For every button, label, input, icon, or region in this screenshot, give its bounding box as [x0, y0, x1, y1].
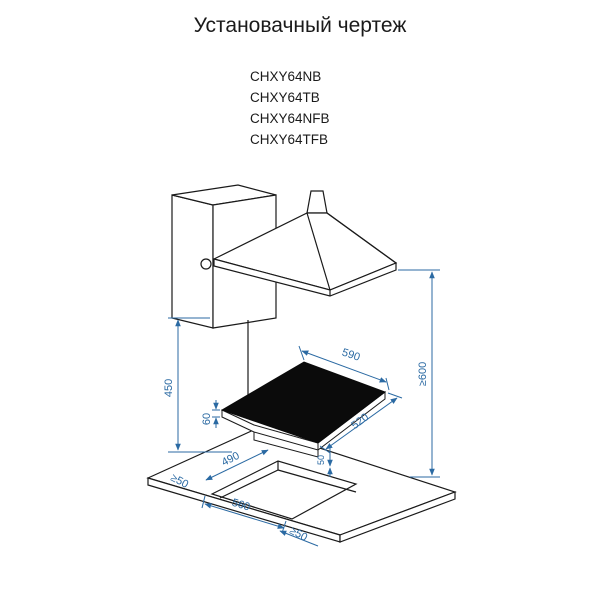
hob-glass — [220, 361, 387, 444]
dim-hob-width: 590 — [340, 347, 361, 364]
cooker-hood — [212, 190, 398, 297]
model-name: CHXY64NFB — [250, 111, 330, 126]
model-name: CHXY64TB — [250, 90, 320, 105]
dimension-lines — [168, 269, 440, 547]
dim-rear-margin: 50 — [316, 455, 326, 465]
dim-hob-to-hood: 450 — [163, 379, 175, 397]
model-name: CHXY64NB — [250, 69, 322, 84]
hood-light-icon — [200, 258, 212, 270]
dim-cutout-width: 560 — [230, 497, 251, 514]
dim-hood-clearance: ≥600 — [417, 362, 429, 386]
model-name: CHXY64TFB — [250, 132, 329, 147]
model-list: CHXY64NB CHXY64TB CHXY64NFB CHXY64TFB — [250, 66, 330, 150]
page-title: Установачный чертеж — [193, 14, 407, 37]
dim-hob-height: 60 — [201, 413, 213, 425]
